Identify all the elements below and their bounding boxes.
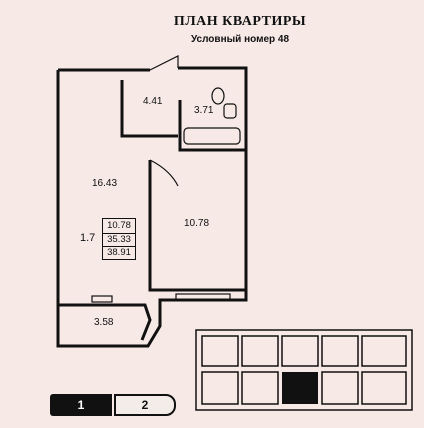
door-bedroom: [149, 159, 179, 187]
building-schematic: [195, 329, 413, 411]
sink: [223, 103, 237, 119]
area-summary-box: 10.78 35.33 38.91: [102, 218, 136, 260]
balcony-wall: [58, 303, 152, 341]
room-bedroom-area: 10.78: [184, 218, 210, 229]
window-bedroom: [175, 293, 231, 301]
room-hall-area: 4.41: [143, 96, 163, 107]
entrance-door: [149, 55, 179, 71]
living-area-value: 10.78: [103, 220, 135, 234]
floor-tab-1[interactable]: 1: [50, 394, 112, 416]
toilet: [211, 87, 225, 105]
room-living-area: 16.43: [92, 178, 118, 189]
outer-wall: [56, 66, 248, 348]
inner-wall-hall: [120, 80, 178, 138]
floor-selector: 1 2: [50, 394, 180, 416]
plan-title: ПЛАН КВАРТИРЫ: [173, 14, 307, 29]
bathtub: [183, 127, 241, 145]
inner-wall-bedroom: [148, 160, 246, 292]
total-area-value: 38.91: [107, 247, 131, 258]
selected-apartment-marker: [282, 372, 318, 404]
window-balcony: [91, 295, 113, 303]
inner-wall-bath: [178, 100, 246, 152]
rooms-count: 1.7: [80, 232, 96, 244]
plan-subtitle: Условный номер 48: [190, 34, 290, 45]
room-bath-area: 3.71: [194, 105, 214, 116]
area-without-balcony-value: 35.33: [103, 234, 135, 247]
floor-tab-2[interactable]: 2: [114, 394, 176, 416]
room-balcony-area: 3.58: [94, 317, 114, 328]
